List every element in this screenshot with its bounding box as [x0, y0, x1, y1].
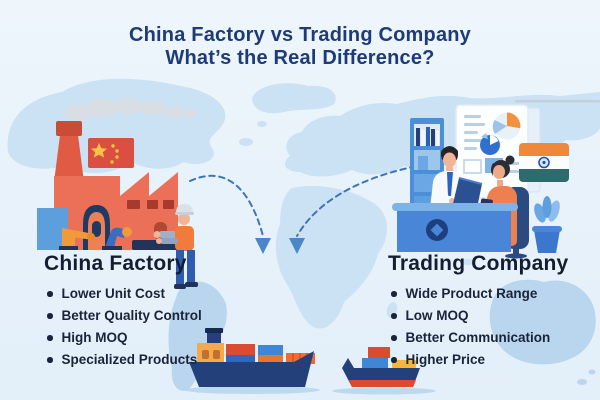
bullet-item: Higher Price [391, 353, 600, 367]
title-line-2: What’s the Real Difference? [165, 47, 435, 69]
pie-chart-small [480, 133, 500, 155]
robotic-arm-right [102, 227, 132, 250]
board-thumbnail [463, 159, 482, 174]
map-coastline [515, 100, 600, 103]
continent-greenland [252, 83, 336, 114]
container [258, 345, 283, 355]
factory-window [127, 200, 140, 209]
bullet-dot [391, 291, 397, 297]
desk-top [392, 203, 518, 211]
container [258, 355, 283, 364]
bullet-label: Better Communication [405, 330, 551, 345]
china-flag-star [91, 143, 107, 158]
office-illustration [392, 104, 569, 259]
factory-heading: China Factory [44, 252, 187, 275]
bullet-item: High MOQ [47, 331, 274, 345]
bullet-item: Better Quality Control [47, 309, 274, 323]
cargo-ship-left [184, 328, 320, 394]
container [368, 347, 390, 358]
down-arrowhead-left [255, 238, 271, 254]
bullet-dot [47, 335, 53, 341]
bullet-label: Low MOQ [405, 308, 469, 323]
factory-window [163, 200, 174, 209]
trading-bullet-list: Wide Product Range Low MOQ Better Commun… [391, 287, 600, 367]
bullet-item: Specialized Products [47, 353, 274, 367]
factory-section: China Factory Lower Unit Cost Better Qua… [44, 252, 274, 375]
container [362, 358, 388, 368]
worker-leg [187, 250, 195, 283]
bullet-item: Wide Product Range [391, 287, 600, 301]
smoke-cloud [64, 98, 197, 121]
bullet-item: Better Communication [391, 331, 600, 345]
title-line-1: China Factory vs Trading Company [128, 24, 472, 46]
hull-stripe [349, 380, 416, 387]
bullet-dot [47, 357, 53, 363]
waterline [332, 387, 436, 395]
factory-window [147, 200, 158, 209]
man-face [443, 152, 456, 168]
container [226, 344, 255, 355]
hair-bun [505, 155, 515, 165]
bullet-dot [47, 313, 53, 319]
worker-shoe [185, 282, 198, 287]
safety-helmet [176, 204, 193, 213]
robotic-arm-left [59, 228, 95, 250]
door-window [92, 221, 101, 237]
worker-face [178, 213, 190, 225]
bullet-label: Specialized Products [61, 352, 198, 367]
map-island [588, 369, 596, 375]
bullet-dot [391, 357, 397, 363]
container [226, 355, 255, 364]
china-flag [88, 138, 134, 168]
bullet-item: Lower Unit Cost [47, 287, 274, 301]
waterline [184, 386, 320, 394]
bullet-label: Better Quality Control [61, 308, 202, 323]
factory-worker [153, 204, 198, 289]
factory-bullet-list: Lower Unit Cost Better Quality Control H… [47, 287, 274, 367]
factory-illustration [37, 98, 198, 289]
map-island [577, 379, 587, 385]
trading-section: Trading Company Wide Product Range Low M… [388, 252, 600, 375]
bullet-label: Wide Product Range [405, 286, 538, 301]
factory-chimney [54, 135, 84, 182]
bullet-label: Lower Unit Cost [61, 286, 166, 301]
map-island [239, 138, 253, 146]
smokestack [207, 331, 221, 345]
continent-africa [275, 185, 388, 329]
ship-hull [189, 351, 314, 387]
plant-pot [534, 230, 560, 253]
safety-vest [175, 226, 194, 251]
worker-shoe [174, 284, 186, 289]
worker-leg [176, 250, 184, 285]
chimney-cap [56, 121, 82, 136]
bullet-dot [391, 335, 397, 341]
down-arrowhead-right [289, 238, 305, 254]
pie-chart-large [492, 112, 521, 140]
board-text-lines [464, 115, 521, 173]
continent-australia [489, 279, 596, 365]
container [392, 360, 416, 368]
trading-heading: Trading Company [388, 252, 569, 275]
desk-front [397, 211, 511, 252]
bullet-label: High MOQ [61, 330, 128, 345]
map-island [257, 121, 267, 127]
woman-face [493, 165, 505, 179]
dashed-arrow-left [189, 174, 264, 237]
bullet-dot [391, 313, 397, 319]
india-flag [519, 143, 569, 182]
page-title: China Factory vs Trading Company What’s … [0, 24, 600, 70]
office-desk [392, 203, 518, 252]
bullet-dot [47, 291, 53, 297]
bullet-label: Higher Price [405, 352, 486, 367]
bullet-item: Low MOQ [391, 309, 600, 323]
cargo-ship-right [332, 347, 436, 395]
potted-plant [532, 196, 562, 253]
map-island [461, 259, 475, 265]
continent-south-america [168, 281, 227, 391]
necktie [447, 172, 453, 196]
worker-arm [158, 231, 178, 238]
